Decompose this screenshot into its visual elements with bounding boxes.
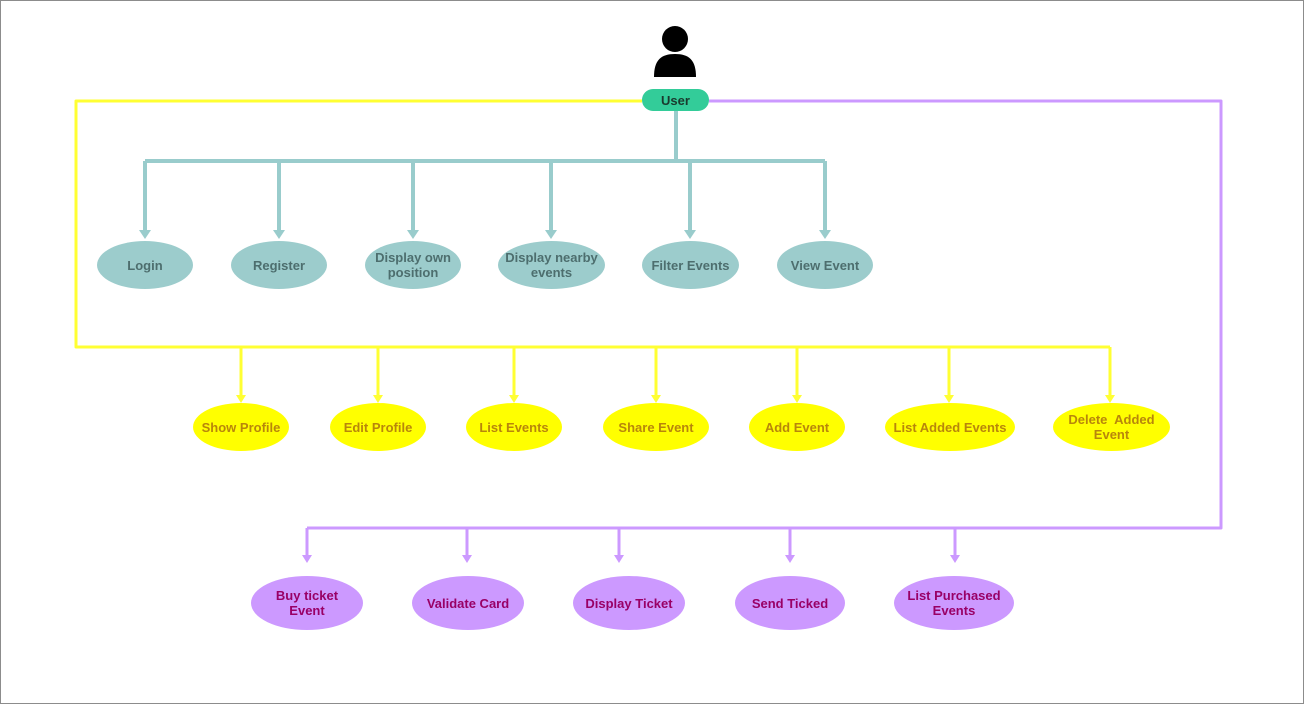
teal-arrow-filter-events bbox=[684, 230, 696, 239]
teal-arrow-register bbox=[273, 230, 285, 239]
usecase-label: Filter Events bbox=[651, 257, 730, 273]
usecase-label: List Added Events bbox=[893, 419, 1007, 435]
yellow-arrow-list-events bbox=[509, 395, 519, 403]
purple-trunk bbox=[307, 99, 1223, 530]
usecase-display-own-position: Display own position bbox=[365, 241, 461, 289]
yellow-trunk bbox=[74, 99, 1110, 349]
yellow-arrow-edit-profile bbox=[373, 395, 383, 403]
usecase-show-profile: Show Profile bbox=[193, 403, 289, 451]
usecase-view-event: View Event bbox=[777, 241, 873, 289]
yellow-arrow-add-event bbox=[792, 395, 802, 403]
teal-connectors bbox=[143, 111, 827, 233]
teal-arrow-view-event bbox=[819, 230, 831, 239]
purple-arrow-send-ticked bbox=[785, 555, 795, 563]
usecase-list-events: List Events bbox=[466, 403, 562, 451]
usecase-label: Display Ticket bbox=[585, 595, 673, 611]
purple-arrow-list-purchased-events bbox=[950, 555, 960, 563]
yellow-arrow-list-added-events bbox=[944, 395, 954, 403]
usecase-display-nearby-events: Display nearby events bbox=[498, 241, 605, 289]
usecase-validate-card: Validate Card bbox=[412, 576, 524, 630]
usecase-label: Show Profile bbox=[201, 419, 281, 435]
user-icon bbox=[654, 26, 696, 77]
usecase-add-event: Add Event bbox=[749, 403, 845, 451]
usecase-label: Delete Added Event bbox=[1068, 412, 1159, 442]
purple-arrowheads bbox=[302, 555, 960, 563]
usecase-label: Display nearby events bbox=[505, 250, 598, 280]
usecase-label: Edit Profile bbox=[343, 419, 413, 435]
purple-connectors bbox=[305, 99, 1223, 557]
usecase-login: Login bbox=[97, 241, 193, 289]
usecase-send-ticked: Send Ticked bbox=[735, 576, 845, 630]
actor-label: User bbox=[661, 92, 690, 108]
usecase-label: Validate Card bbox=[426, 595, 510, 611]
usecase-edit-profile: Edit Profile bbox=[330, 403, 426, 451]
usecase-share-event: Share Event bbox=[603, 403, 709, 451]
yellow-arrowheads bbox=[236, 395, 1115, 403]
usecase-label: List Events bbox=[479, 419, 549, 435]
usecase-list-added-events: List Added Events bbox=[885, 403, 1015, 451]
usecase-label: Display own position bbox=[375, 250, 451, 280]
teal-arrowheads bbox=[139, 230, 831, 239]
usecase-display-ticket: Display Ticket bbox=[573, 576, 685, 630]
actor-user: User bbox=[642, 89, 709, 111]
usecase-label: List Purchased Events bbox=[907, 588, 1001, 618]
usecase-label: Login bbox=[127, 257, 163, 273]
usecase-delete-added-event: Delete Added Event bbox=[1053, 403, 1170, 451]
teal-arrow-display-nearby-events bbox=[545, 230, 557, 239]
teal-arrow-display-own-position bbox=[407, 230, 419, 239]
purple-arrow-validate-card bbox=[462, 555, 472, 563]
usecase-label: Buy ticket Event bbox=[275, 588, 339, 618]
yellow-connectors bbox=[74, 99, 1112, 398]
usecase-label: Share Event bbox=[618, 419, 694, 435]
yellow-arrow-delete-added-event bbox=[1105, 395, 1115, 403]
purple-arrow-buy-ticket-event bbox=[302, 555, 312, 563]
purple-arrow-display-ticket bbox=[614, 555, 624, 563]
usecase-label: Add Event bbox=[764, 419, 830, 435]
yellow-arrow-show-profile bbox=[236, 395, 246, 403]
usecase-list-purchased-events: List Purchased Events bbox=[894, 576, 1014, 630]
usecase-register: Register bbox=[231, 241, 327, 289]
usecase-filter-events: Filter Events bbox=[642, 241, 739, 289]
usecase-label: View Event bbox=[790, 257, 860, 273]
usecase-label: Register bbox=[252, 257, 306, 273]
usecase-label: Send Ticked bbox=[751, 595, 829, 611]
teal-arrow-login bbox=[139, 230, 151, 239]
usecase-buy-ticket-event: Buy ticket Event bbox=[251, 576, 363, 630]
yellow-arrow-share-event bbox=[651, 395, 661, 403]
